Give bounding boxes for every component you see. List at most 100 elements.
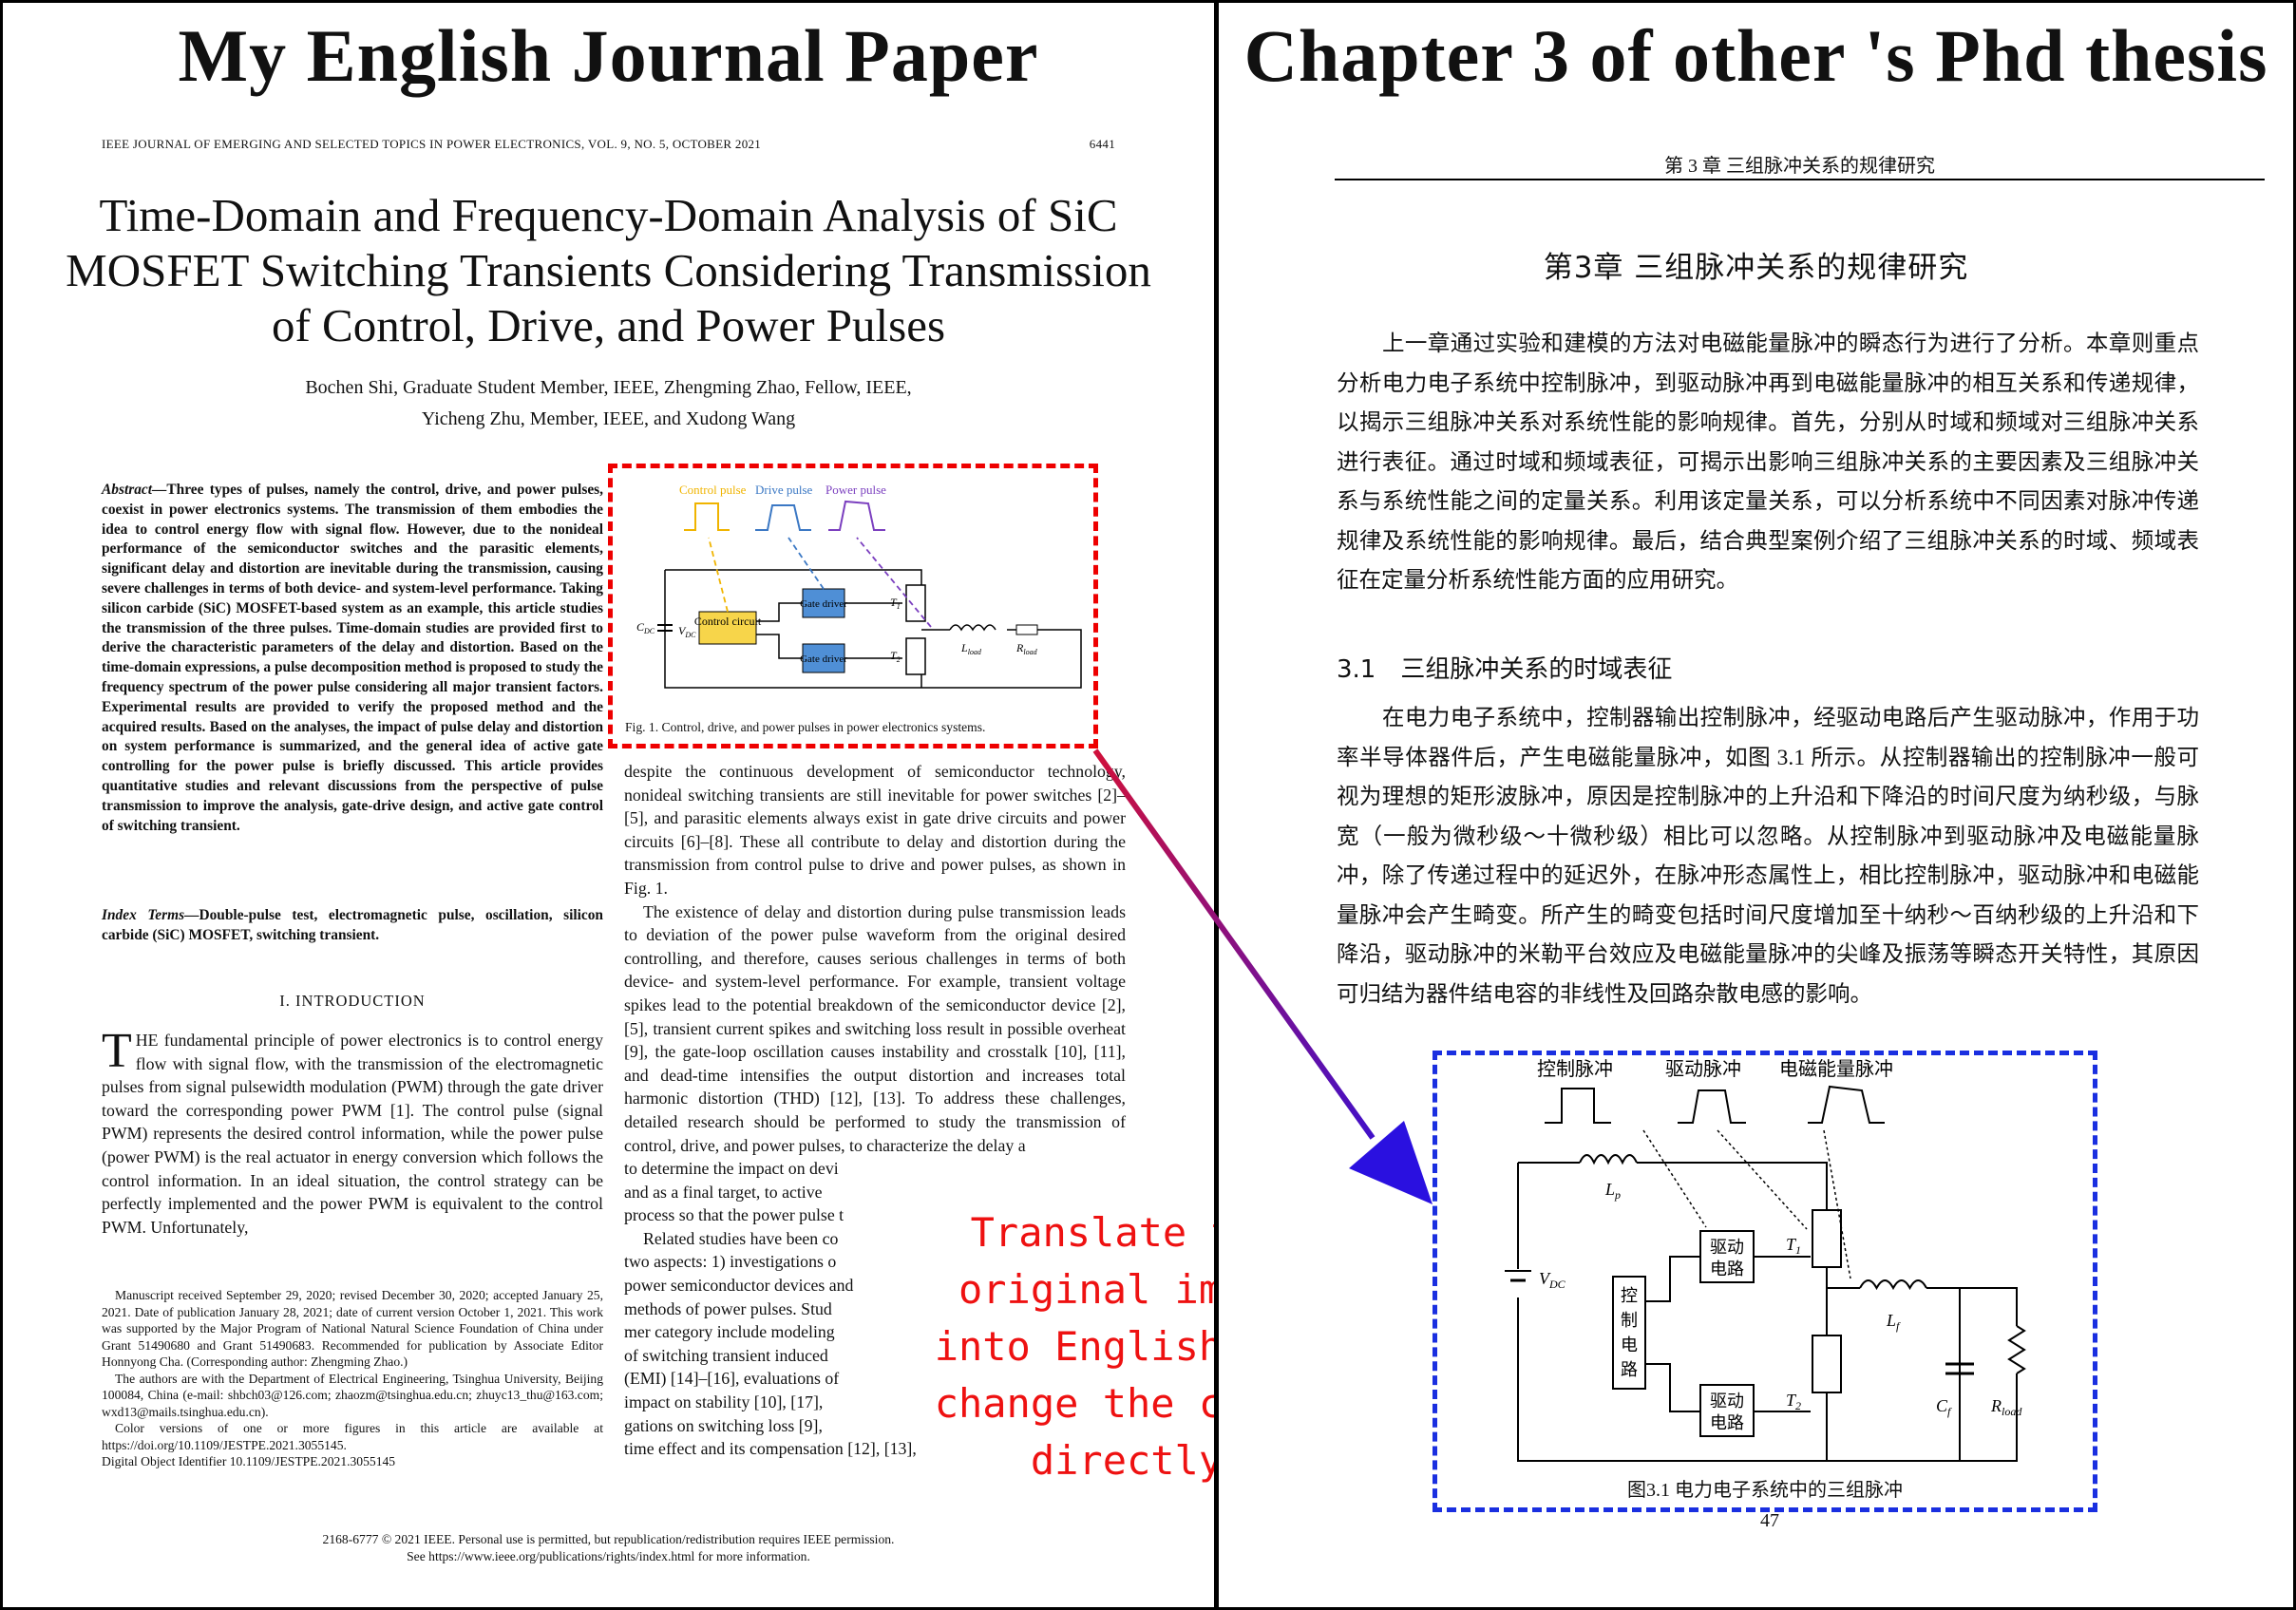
introduction-text: HE fundamental principle of power electr… (102, 1031, 603, 1237)
author-names-2: Yicheng Zhu, Member, IEEE, and Xudong Wa… (421, 408, 796, 429)
col2-line: methods of power pulses. Stud (624, 1298, 832, 1318)
footnote: Digital Object Identifier 10.1109/JESTPE… (102, 1454, 396, 1468)
instruction-line: Translate the (970, 1209, 1214, 1256)
thesis-running-header: 第 3 章 三组脉冲关系的规律研究 (1664, 156, 1935, 177)
control-circuit-box (698, 611, 757, 645)
mosfet-t1 (905, 584, 926, 622)
chapter-title: 第3章 三组脉冲关系的规律研究 (1543, 251, 1969, 285)
right-banner: Chapter 3 of other 's Phd thesis (1243, 14, 2268, 97)
figure-1-caption: Fig. 1. Control, drive, and power pulses… (625, 720, 986, 734)
inductor-lp (1579, 1154, 1638, 1165)
author-list: Bochen Shi, Graduate Student Member, IEE… (88, 372, 1129, 435)
figure-3-1: 控制脉冲 驱动脉冲 电磁能量脉冲 Lp VDC 控 制 电 路 驱动 电路 (1433, 1051, 2097, 1512)
col2-line: (EMI) [14]–[16], evaluations of (624, 1369, 840, 1389)
vdc-label: VDC (678, 624, 696, 639)
chapter-intro-paragraph: 上一章通过实验和建模的方法对电磁能量脉冲的瞬态行为进行了分析。本章则重点分析电力… (1337, 331, 2199, 593)
col2-line: of switching transient induced (624, 1345, 828, 1365)
control-pulse-label-cn: 控制脉冲 (1537, 1058, 1613, 1080)
footnote: The authors are with the Department of E… (102, 1371, 603, 1419)
lf-label: Lf (1886, 1311, 1901, 1333)
index-terms: Index Terms—Double-pulse test, electroma… (102, 906, 603, 946)
abstract-label: Abstract— (102, 482, 167, 498)
instruction-note: Translate the original image into Englis… (918, 1204, 1214, 1489)
footnote: Manuscript received September 29, 2020; … (102, 1288, 603, 1369)
driver-bottom-box-cn (1699, 1384, 1755, 1437)
vdc-label-cn: VDC (1539, 1269, 1566, 1291)
second-column-text: despite the continuous development of se… (624, 760, 1126, 1461)
relation-arrow-power (1823, 1129, 1851, 1279)
instruction-line: change the color (934, 1380, 1214, 1427)
instruction-line: original image (958, 1266, 1214, 1313)
col2-paragraph: despite the continuous development of se… (624, 762, 1126, 898)
col2-paragraph: The existence of delay and distortion du… (624, 901, 1126, 1155)
journal-name: IEEE JOURNAL OF EMERGING AND SELECTED TO… (102, 137, 762, 151)
control-circuit-label: Control circuit (694, 615, 762, 628)
right-pane: Chapter 3 of other 's Phd thesis 第 3 章 三… (1219, 0, 2293, 1610)
figure-3-1-diagram: 控制脉冲 驱动脉冲 电磁能量脉冲 Lp VDC 控 制 电 路 驱动 电路 (1505, 1058, 2026, 1462)
header-rule (1335, 179, 2265, 180)
gate-driver-bottom-label: Gate driver (800, 653, 847, 665)
col2-line: impact on stability [10], [17], (624, 1392, 824, 1412)
drive-pulse-label: Drive pulse (755, 483, 813, 497)
col2-line: two aspects: 1) investigations o (624, 1252, 837, 1272)
driver-to-switch-wires (844, 602, 902, 659)
blue-highlight-box (1433, 1051, 2097, 1512)
thesis-page-number: 47 (1760, 1510, 1779, 1531)
section-number: 3.1 (1337, 655, 1376, 684)
copyright-notice: 2168-6777 © 2021 IEEE. Personal use is p… (102, 1531, 1115, 1565)
mosfet-t2 (905, 637, 926, 675)
driver-bottom-text: 电路 (1710, 1413, 1744, 1432)
power-pulse-waveform (828, 500, 885, 531)
control-to-driver-wires (756, 602, 803, 659)
control-box-char: 路 (1621, 1360, 1638, 1379)
col2-line: mer category include modeling (624, 1322, 835, 1342)
load-resistor (1015, 624, 1038, 635)
col2-line: Related studies have been co (643, 1228, 839, 1248)
cdc-label: CDC (636, 620, 655, 635)
copyright-line-2: See https://www.ieee.org/publications/ri… (407, 1549, 810, 1563)
driver-top-text: 电路 (1710, 1260, 1744, 1279)
figure-1: Control pulse Drive pulse Power pulse CD… (608, 464, 1098, 748)
power-pulse-label: Power pulse (825, 483, 886, 497)
red-highlight-box (608, 464, 1098, 748)
abstract-text: Three types of pulses, namely the contro… (102, 482, 603, 834)
control-box-char: 制 (1621, 1311, 1638, 1330)
section-3-1-paragraph: 在电力电子系统中，控制器输出控制脉冲，经驱动电路后产生驱动脉冲，作用于功率半导体… (1337, 706, 2199, 1007)
control-box-char: 控 (1621, 1286, 1638, 1305)
col2-line: gations on switching loss [9], (624, 1415, 823, 1435)
power-pulse-waveform-cn (1808, 1085, 1885, 1124)
control-circuit-box-cn (1612, 1276, 1646, 1390)
drive-pulse-label-cn: 驱动脉冲 (1665, 1058, 1741, 1080)
control-pulse-waveform (684, 502, 730, 531)
lp-label: Lp (1604, 1180, 1621, 1202)
load-resistor-cn (2007, 1325, 2026, 1374)
index-terms-text: Double-pulse test, electromagnetic pulse… (102, 907, 603, 943)
lload-label: Lload (960, 641, 982, 656)
author-line-2: Yicheng Zhu, Member, IEEE, and Xudong Wa… (88, 404, 1129, 435)
col2-line: power semiconductor devices and (624, 1276, 854, 1296)
power-circuit-wires (664, 569, 1082, 689)
instruction-line: into English and (934, 1323, 1214, 1370)
driver-bottom-text: 驱动 (1710, 1392, 1744, 1411)
driver-wires-cn (1645, 1256, 1811, 1412)
rload-label-cn: Rload (1990, 1396, 2022, 1418)
relation-arrow-drive (1717, 1129, 1808, 1230)
section-heading-introduction: I. INTRODUCTION (279, 992, 426, 1010)
journal-page-number: 6441 (1089, 137, 1115, 151)
control-pulse-label: Control pulse (679, 483, 747, 497)
relation-arrow-control (1642, 1129, 1707, 1228)
control-pulse-waveform-cn (1545, 1088, 1611, 1124)
drive-pulse-waveform-cn (1678, 1089, 1746, 1124)
drop-cap: T (102, 1024, 132, 1078)
figure-1-diagram: Control pulse Drive pulse Power pulse CD… (636, 483, 1082, 689)
journal-header: IEEE JOURNAL OF EMERGING AND SELECTED TO… (102, 137, 1115, 152)
figure-3-1-caption: 图3.1 电力电子系统中的三组脉冲 (1627, 1480, 1903, 1501)
index-terms-label: Index Terms— (102, 907, 199, 923)
col2-line: and as a final target, to active (624, 1182, 823, 1202)
control-pulse-arrow (708, 537, 729, 613)
load-inductor (949, 624, 996, 632)
t1-label: T1 (890, 596, 901, 611)
instruction-backdrop (918, 1197, 1214, 1501)
control-box-char: 电 (1621, 1335, 1638, 1354)
